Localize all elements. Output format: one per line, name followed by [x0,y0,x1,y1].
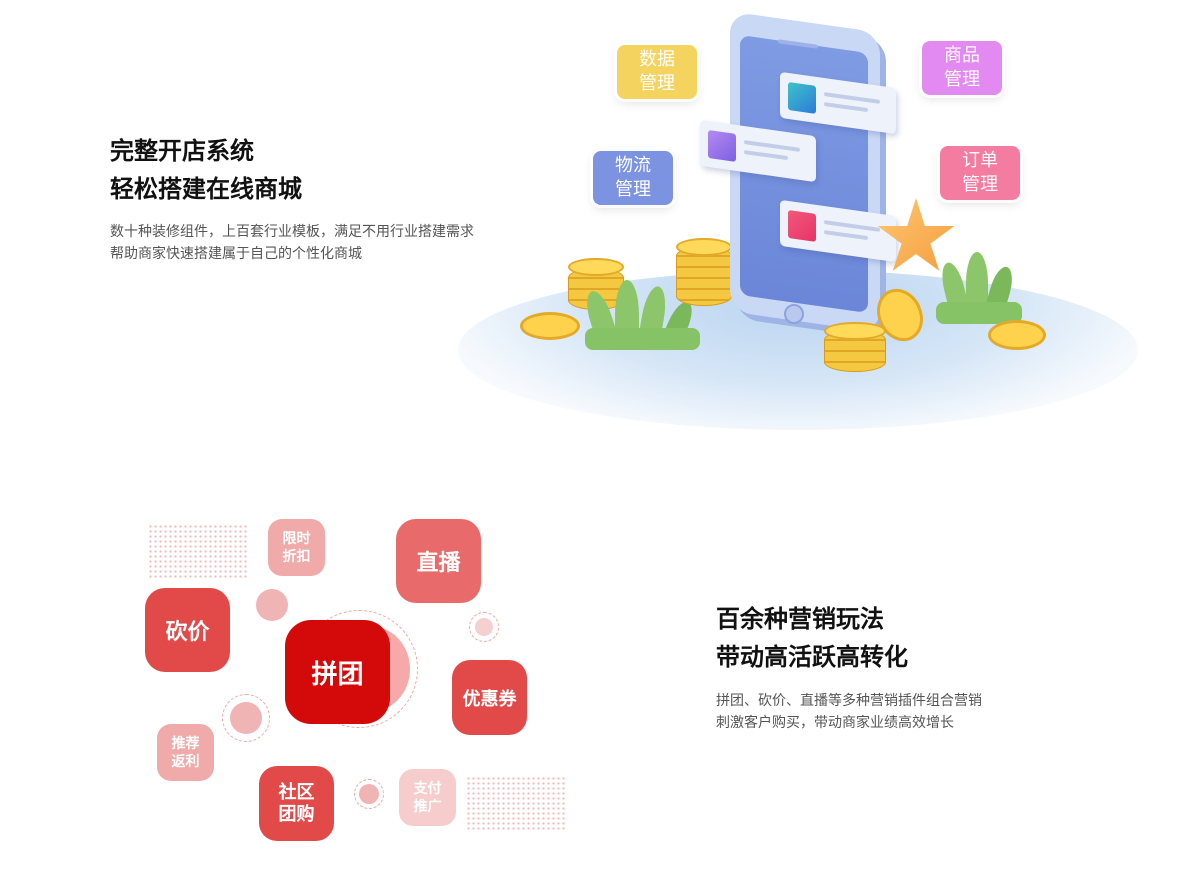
decorative-circle [475,618,493,636]
card-thumbnail [788,209,816,242]
order-management-tag: 订单管理 [940,146,1020,200]
logistics-management-tag: 物流管理 [593,151,673,205]
title-line-1: 百余种营销玩法 [716,605,884,633]
coin-flat-left [520,312,580,340]
card-thumbnail [788,81,816,114]
dot-pattern [148,524,248,580]
decorative-ring [469,612,499,642]
desc-line-2: 帮助商家快速搭建属于自己的个性化商城 [110,246,362,262]
payment-promotion-label: 支付推广 [413,780,442,815]
title-line-1: 完整开店系统 [110,137,254,165]
kanjia-bubble: 砍价 [145,588,230,672]
coin-stack-front-top [824,322,886,340]
referral-rebate-label: 推荐返利 [171,735,200,770]
product-management-tag: 商品管理 [922,41,1002,95]
card-thumbnail [708,129,736,162]
desc-line-2: 刺激客户购买，带动商家业绩高效增长 [716,715,954,731]
plant-base [585,328,700,350]
referral-rebate-bubble: 推荐返利 [157,724,214,781]
payment-promotion-bubble: 支付推广 [399,769,456,826]
title-line-2: 轻松搭建在线商城 [110,175,302,203]
coin-stack-left-top [568,258,624,276]
coin-flat-right [988,320,1046,350]
zhibo-bubble: 直播 [396,519,481,603]
card-line [824,92,880,104]
community-groupbuy-label: 社区团购 [278,781,315,825]
zhibo-label: 直播 [416,551,461,576]
store-system-description: 数十种装修组件，上百套行业模板，满足不用行业搭建需求 帮助商家快速搭建属于自己的… [110,221,474,265]
decorative-ring [354,779,384,809]
coupon-label: 优惠券 [462,688,517,710]
card-line [824,102,868,113]
limited-discount-label: 限时折扣 [282,530,311,565]
dot-pattern [466,776,566,830]
card-line [824,230,868,241]
phone-home-button [784,304,804,324]
title-line-2: 带动高活跃高转化 [716,643,908,671]
decorative-circle [230,702,262,734]
coin-stack-middle-top [676,238,732,256]
store-system-title: 完整开店系统 轻松搭建在线商城 [110,132,302,208]
decorative-ring [222,694,270,742]
decorative-circle [256,589,288,621]
data-management-tag: 数据管理 [617,45,697,99]
pintuan-bubble: 拼团 [285,620,390,724]
card-line [744,140,800,152]
card-line [744,150,788,161]
plant-leaf [966,252,988,314]
limited-discount-bubble: 限时折扣 [268,519,325,576]
pintuan-label: 拼团 [311,659,364,690]
community-groupbuy-bubble: 社区团购 [259,766,334,841]
kanjia-label: 砍价 [165,620,210,645]
card-line [824,220,880,232]
coupon-bubble: 优惠券 [452,660,527,735]
desc-line-1: 拼团、砍价、直播等多种营销插件组合营销 [716,693,982,709]
marketing-description: 拼团、砍价、直播等多种营销插件组合营销 刺激客户购买，带动商家业绩高效增长 [716,690,982,734]
plant-base [936,302,1022,324]
coin-stack-middle [676,246,732,306]
marketing-title: 百余种营销玩法 带动高活跃高转化 [716,600,908,676]
decorative-circle [359,784,379,804]
desc-line-1: 数十种装修组件，上百套行业模板，满足不用行业搭建需求 [110,224,474,240]
